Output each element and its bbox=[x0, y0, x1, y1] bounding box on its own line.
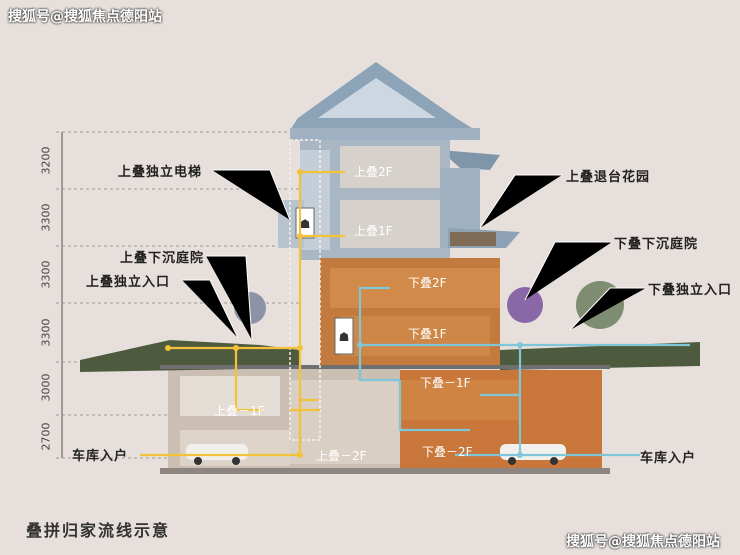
elevator-shaft-lower: ☗ bbox=[334, 317, 354, 355]
label-garage-right: 车库入户 bbox=[640, 451, 697, 466]
watermark-bottom: 搜狐号@搜狐焦点德阳站 bbox=[566, 534, 720, 550]
label-upper-elevator: 上叠独立电梯 bbox=[118, 165, 203, 180]
roof bbox=[290, 62, 500, 170]
dimension-label: 3300 bbox=[39, 260, 53, 289]
room-lower-b2: 下叠－2F bbox=[422, 445, 473, 459]
lower-flow-path bbox=[358, 286, 690, 457]
dimension-label: 3300 bbox=[39, 318, 53, 347]
label-lower-entrance: 下叠独立入口 bbox=[648, 283, 733, 298]
lower-flow-nodes bbox=[357, 342, 523, 458]
room-lower-1f: 下叠1F bbox=[408, 327, 447, 341]
label-garage-left: 车库入户 bbox=[72, 449, 129, 464]
leader-lines bbox=[182, 169, 646, 341]
dimension-scale bbox=[56, 131, 300, 459]
upper-flow-nodes bbox=[165, 169, 303, 458]
room-upper-b1: 上叠－1F bbox=[214, 404, 265, 418]
dimension-label: 2700 bbox=[39, 422, 53, 451]
upper-unit-volume bbox=[278, 140, 520, 260]
room-lower-b1: 下叠－1F bbox=[420, 376, 471, 390]
label-upper-entrance: 上叠独立入口 bbox=[86, 275, 171, 290]
diagram-caption: 叠拼归家流线示意 bbox=[26, 521, 171, 540]
dimension-label: 3300 bbox=[39, 203, 53, 232]
room-upper-2f: 上叠2F bbox=[354, 165, 393, 179]
label-upper-terrace-garden: 上叠退台花园 bbox=[566, 170, 651, 185]
watermark-top: 搜狐号@搜狐焦点德阳站 bbox=[8, 9, 162, 25]
dimension-label: 3000 bbox=[39, 373, 53, 402]
svg-text:☗: ☗ bbox=[300, 217, 311, 231]
lower-unit-volume bbox=[320, 258, 602, 470]
room-upper-1f: 上叠1F bbox=[354, 224, 393, 238]
label-upper-sunken-courtyard: 上叠下沉庭院 bbox=[120, 251, 205, 266]
dimension-label: 3200 bbox=[39, 146, 53, 175]
room-lower-2f: 下叠2F bbox=[408, 276, 447, 290]
room-upper-b2: 上叠－2F bbox=[316, 449, 367, 463]
label-lower-sunken-courtyard: 下叠下沉庭院 bbox=[614, 237, 699, 252]
svg-text:☗: ☗ bbox=[339, 330, 350, 344]
